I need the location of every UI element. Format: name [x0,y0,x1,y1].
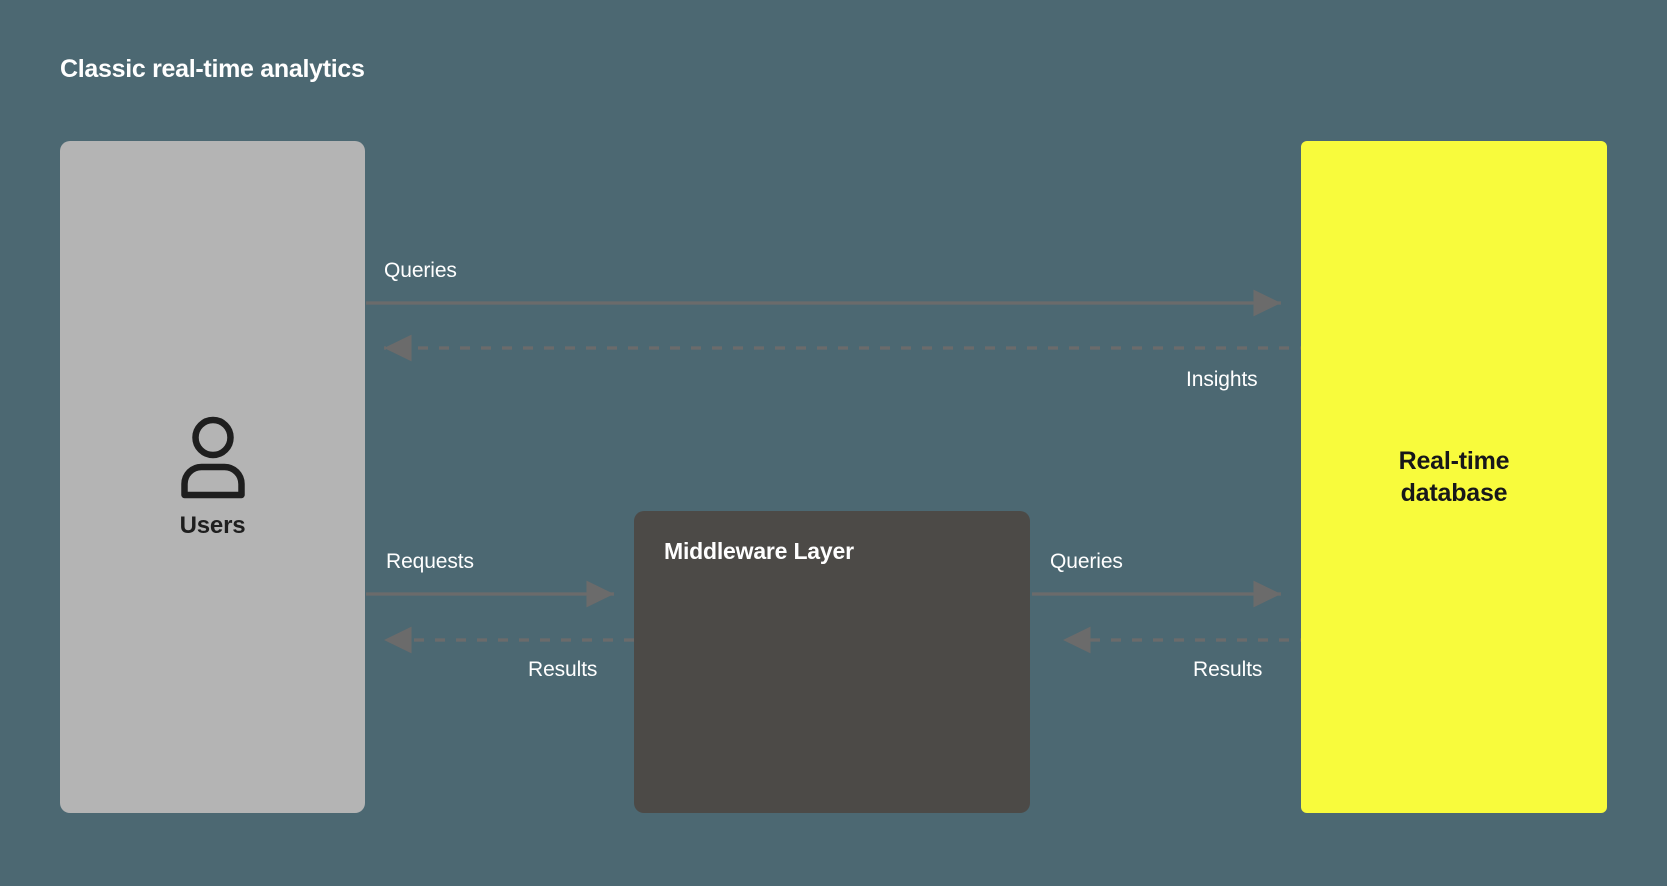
node-middleware-label: Middleware Layer [664,538,854,564]
edge-label-requests: Requests [386,550,474,573]
node-database-content: Real-time database [1301,141,1607,813]
node-database[interactable]: Real-time database [1301,141,1607,813]
node-users[interactable]: Users [60,141,365,813]
node-users-label: Users [179,512,246,539]
node-middleware[interactable]: Middleware Layer [634,511,1030,813]
edge-label-insights: Insights [1186,368,1258,391]
edge-label-results-left: Results [528,658,598,681]
edge-label-queries-mid: Queries [1050,550,1123,573]
page-title: Classic real-time analytics [60,55,365,83]
node-database-label: Real-time database [1399,445,1510,509]
edge-label-queries-top: Queries [384,259,457,282]
user-icon [180,416,245,499]
node-database-label-line2: database [1400,479,1508,507]
node-users-content: Users [60,141,365,813]
node-database-label-line1: Real-time [1398,447,1510,475]
edge-label-results-right: Results [1193,658,1263,681]
